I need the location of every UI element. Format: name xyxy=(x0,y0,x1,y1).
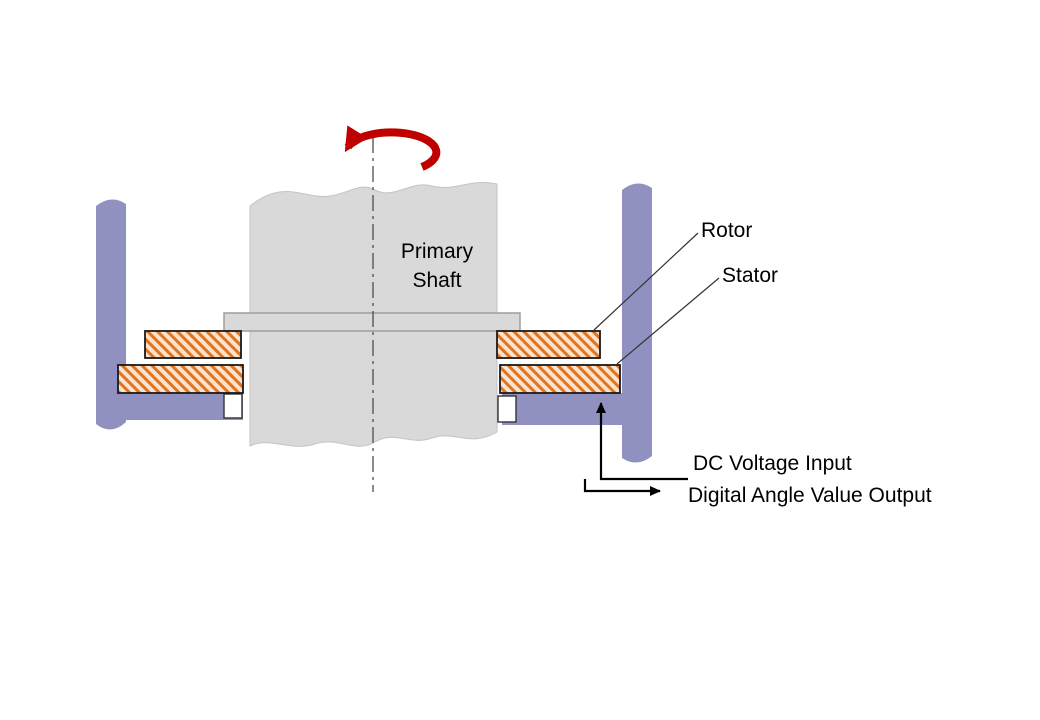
spacer-right xyxy=(497,395,517,423)
left-mount xyxy=(96,392,243,420)
rotor-left xyxy=(144,330,242,359)
rotor-right xyxy=(496,330,601,359)
primary-shaft-label: Primary Shaft xyxy=(400,240,474,292)
dc-voltage-input-label: DC Voltage Input xyxy=(693,452,852,475)
stator-label: Stator xyxy=(722,264,779,287)
output-arrow xyxy=(583,479,661,496)
stator-left xyxy=(117,364,244,394)
rotor-hub xyxy=(223,312,521,332)
stator-right xyxy=(499,364,621,394)
rotor-label: Rotor xyxy=(701,219,753,242)
stator-leader-line xyxy=(616,277,720,365)
dc-input-arrow xyxy=(596,402,688,481)
spacer-left xyxy=(223,393,243,419)
rotation-arrow-icon xyxy=(344,125,441,171)
right-mount xyxy=(502,393,652,425)
rotor-leader-line xyxy=(593,232,699,331)
right-wall xyxy=(622,183,652,463)
digital-angle-output-label: Digital Angle Value Output xyxy=(688,484,932,507)
